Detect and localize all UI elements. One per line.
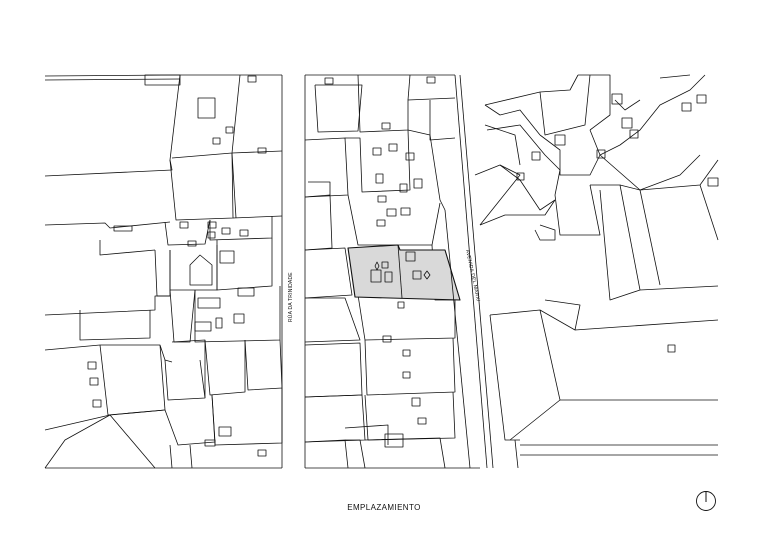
project-site-parcel xyxy=(347,244,461,301)
west-block-buildings xyxy=(44,74,283,469)
street-label-west: RÚA DA TRINIDADE xyxy=(287,272,294,322)
north-arrow-icon xyxy=(696,491,716,511)
street-avenida xyxy=(444,74,494,469)
east-block-buildings xyxy=(474,74,719,469)
middle-block-buildings xyxy=(304,74,480,469)
street-rua-da-trinidade xyxy=(281,75,306,468)
map-caption: EMPLAZAMIENTO xyxy=(347,503,421,512)
